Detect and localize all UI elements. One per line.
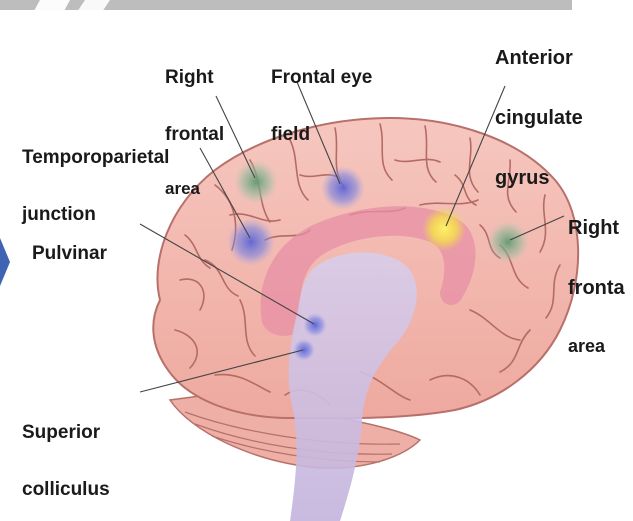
label-line: Frontal eye [271,68,372,87]
spot-anterior-cingulate [422,207,466,251]
label-pulvinar: Pulvinar [32,206,107,301]
label-superior-colliculus: Superior colliculus [22,385,110,521]
label-line: frontal [165,125,224,144]
label-line: Pulvinar [32,244,107,263]
label-line: Right [568,218,625,238]
label-line: Anterior [495,48,583,68]
spot-temporoparietal-junction [227,218,275,266]
label-line: Temporoparietal [22,148,169,167]
top-bar [0,0,572,22]
label-line: cingulate [495,108,583,128]
label-line: Right [165,68,224,87]
label-right-frontal-area-top: Right frontal area [165,30,224,234]
label-line: Superior [22,423,110,442]
label-right-frontal-area-side: Right fronta area [568,178,625,394]
label-line: field [271,125,372,144]
label-line: fronta [568,278,625,298]
label-line: colliculus [22,480,110,499]
slide-arrow-icon [0,238,10,286]
label-line: area [568,338,625,354]
label-frontal-eye-field: Frontal eye field [271,30,372,182]
spot-pulvinar [303,313,327,337]
spot-superior-colliculus [293,339,315,361]
label-line: area [165,182,224,196]
